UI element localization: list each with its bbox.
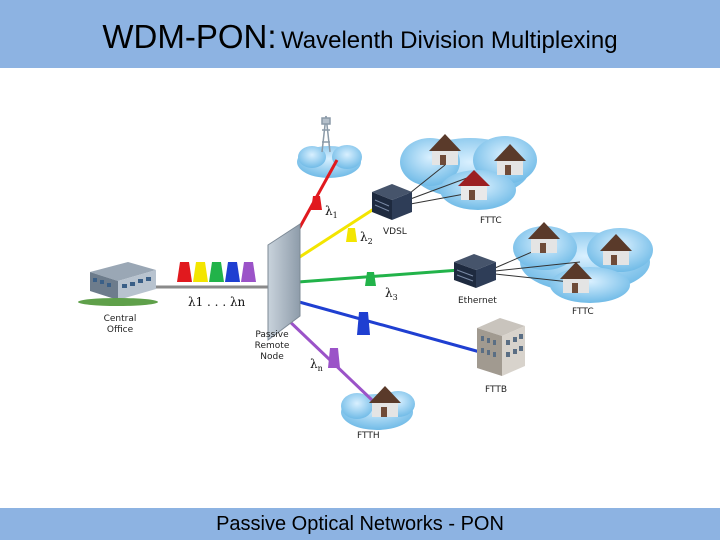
fttb-label: FTTB (485, 385, 507, 395)
lambda1-marker (311, 196, 322, 210)
house-icon (369, 386, 401, 417)
lambdan-label: λn (310, 357, 323, 373)
fiber-green (297, 268, 461, 284)
lambdan-marker (328, 348, 340, 368)
ftth-label: FTTH (357, 431, 380, 441)
lambda3-label: λ3 (385, 286, 398, 302)
fiber-blue (291, 298, 481, 354)
central-office-label-2: Office (107, 325, 134, 335)
fttc-top-label: FTTC (480, 216, 502, 226)
remote-node-label-1: Passive (255, 330, 289, 340)
fiber-yellow (291, 203, 381, 264)
fttb-building-icon (477, 318, 525, 376)
vdsl-label: VDSL (383, 227, 407, 237)
wavelength-comb (177, 262, 256, 282)
remote-node-label-3: Node (260, 352, 284, 362)
footer-bar (0, 508, 720, 540)
lambda2-marker (346, 228, 357, 242)
cloud-antenna (297, 145, 362, 178)
copper-lines (404, 164, 581, 283)
remote-node-splitter (267, 223, 301, 341)
remote-node-label-2: Remote (255, 341, 290, 351)
house-icon (528, 222, 560, 253)
house-icon (429, 134, 461, 165)
wavelength-range-label: λ1 . . . λn (188, 295, 246, 309)
wdm-pon-diagram: Central Office λ1 . . . λn Passive Remot… (78, 115, 653, 441)
house-icon (494, 144, 526, 175)
title-main: WDM-PON: (102, 18, 277, 55)
lambda-blue-marker (357, 312, 370, 335)
slide-title: WDM-PON: Wavelenth Division Multiplexing (0, 0, 720, 68)
ethernet-label: Ethernet (458, 296, 497, 306)
central-office-icon (78, 262, 158, 306)
title-bar (0, 0, 720, 68)
house-icon (458, 170, 490, 200)
central-office-label-1: Central (104, 314, 137, 324)
title-sub: Wavelenth Division Multiplexing (281, 27, 618, 54)
antenna-tower-icon (321, 115, 331, 153)
vdsl-cabinet-icon (372, 184, 412, 220)
fttc-right-label: FTTC (572, 307, 594, 317)
house-icon (600, 234, 632, 265)
ethernet-switch-icon (454, 254, 496, 288)
lambda3-marker (365, 272, 376, 286)
lambda2-label: λ2 (360, 230, 373, 246)
house-icon (560, 262, 592, 293)
slide-footer: Passive Optical Networks - PON (216, 513, 504, 535)
lambda1-label: λ1 (325, 204, 338, 220)
